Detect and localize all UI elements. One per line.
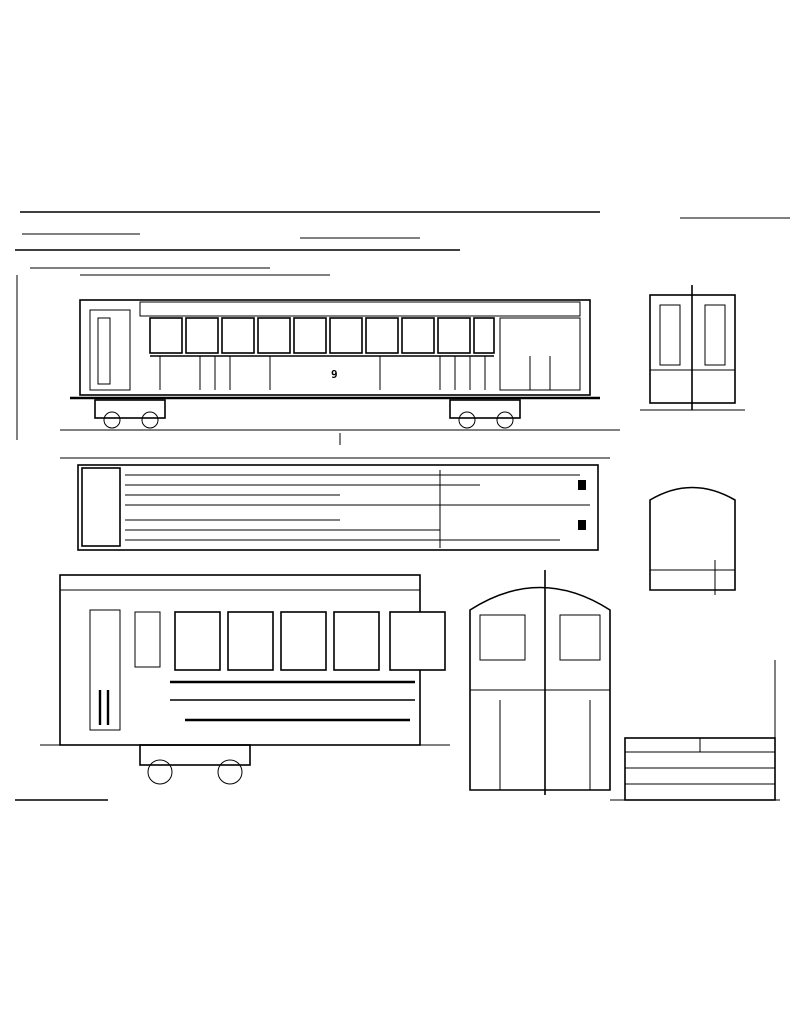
end-elevation — [469, 570, 611, 795]
lower-side-elevation — [40, 574, 450, 785]
title-block — [624, 737, 776, 801]
end-view-small — [640, 285, 745, 411]
upper-truck-left — [94, 399, 166, 429]
panel-verticals — [159, 356, 551, 390]
side-elevation — [60, 299, 620, 445]
plan-view — [60, 457, 610, 551]
car-number: 9 — [331, 368, 338, 381]
right-frame — [610, 660, 780, 801]
upper-truck-right — [449, 399, 521, 429]
header-lines — [15, 211, 790, 276]
lower-truck — [139, 744, 251, 785]
cross-section — [649, 486, 736, 595]
underframe-members — [125, 474, 590, 541]
left-frame — [15, 275, 108, 801]
side-window-row — [149, 317, 495, 354]
lower-window-row — [174, 611, 446, 671]
